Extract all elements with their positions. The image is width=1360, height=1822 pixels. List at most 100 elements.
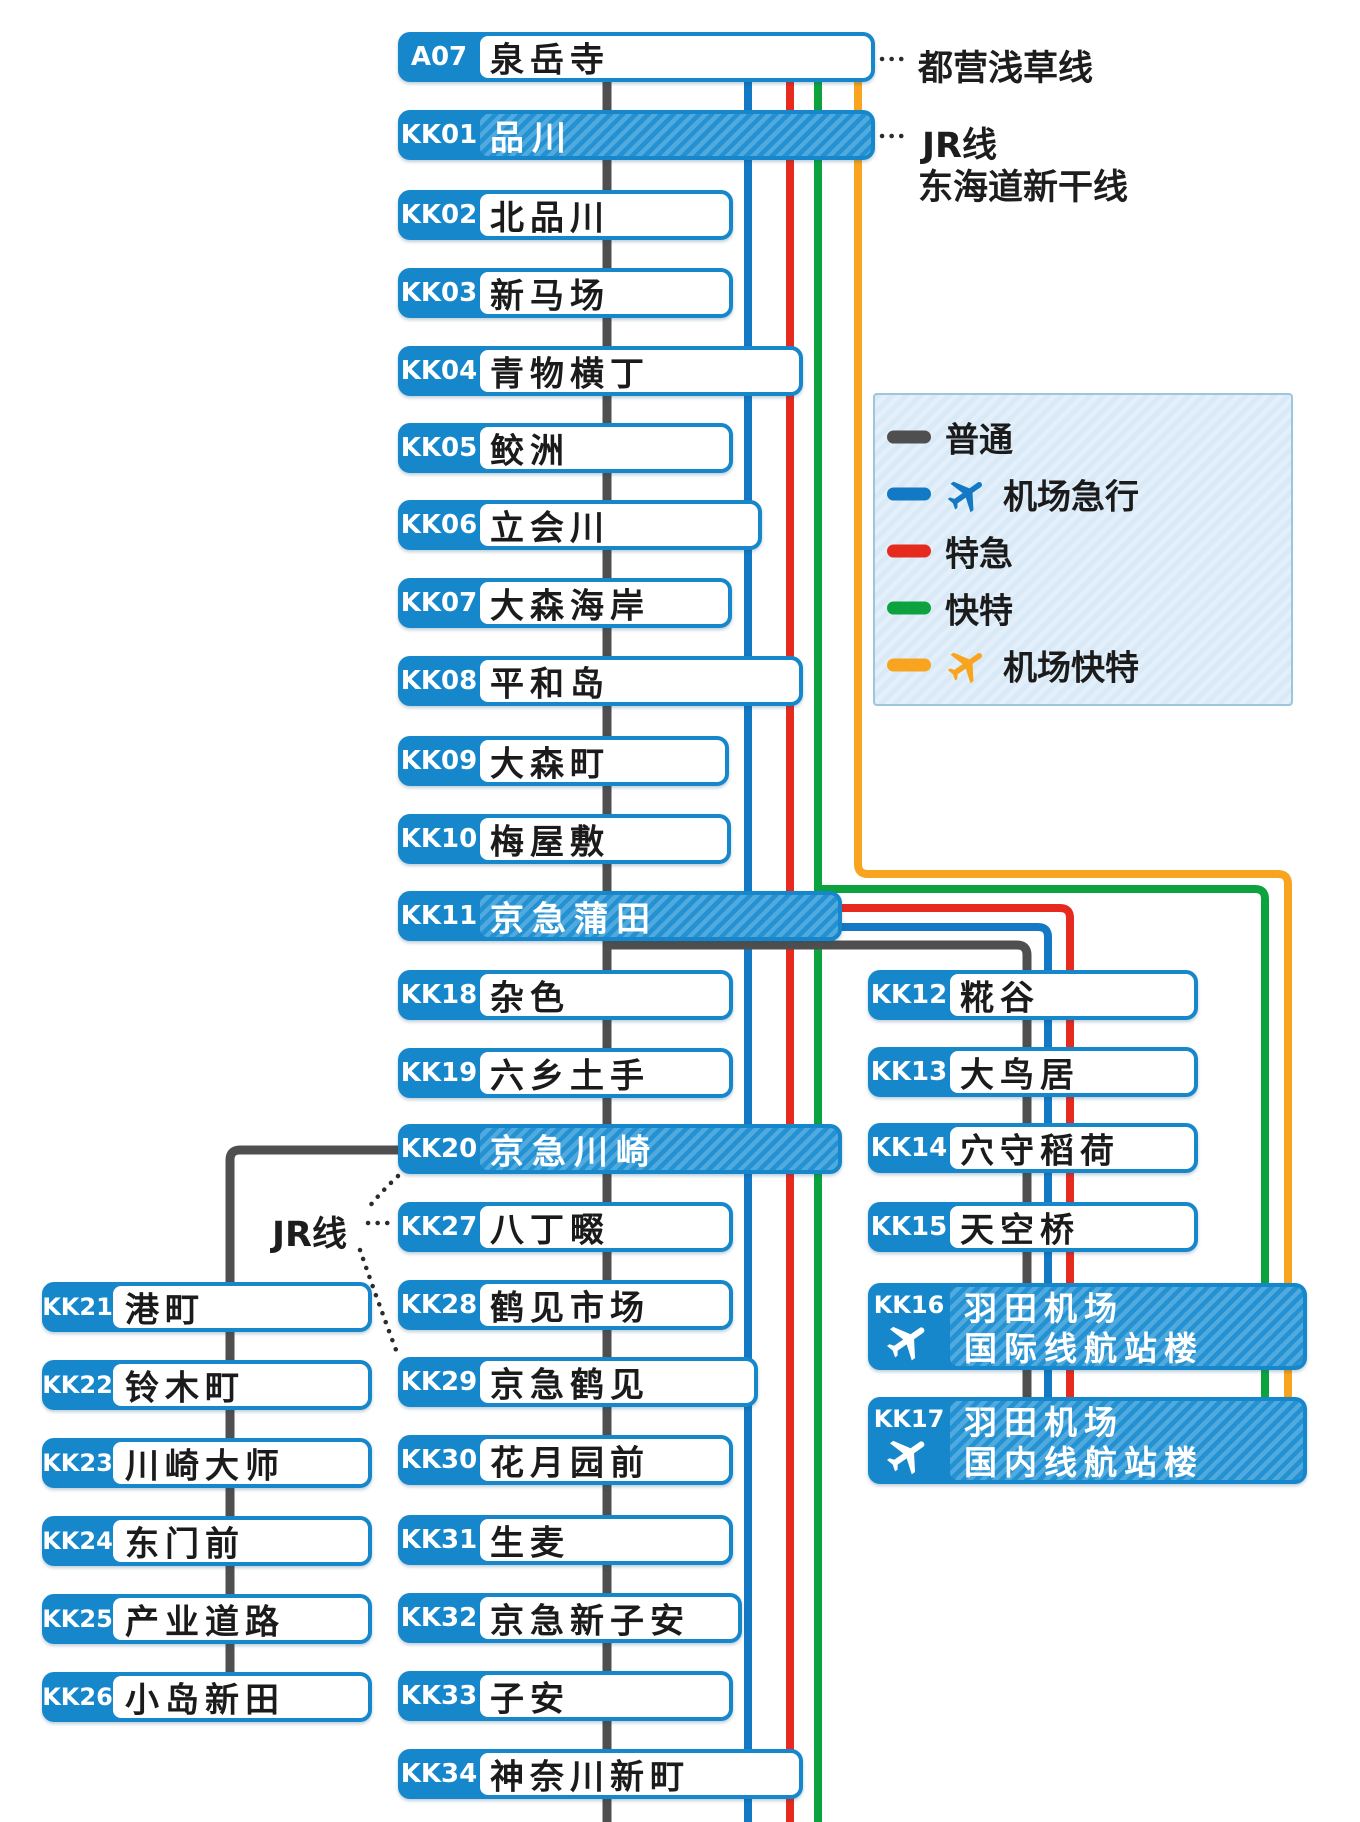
station-code: KK22 xyxy=(42,1371,113,1399)
station-name: 杂色 xyxy=(490,978,570,1019)
station-box-fill xyxy=(480,36,871,78)
station-box-fill xyxy=(950,1051,1194,1093)
station-code: KK03 xyxy=(400,278,478,308)
station-name: 新马场 xyxy=(490,276,610,317)
station-name: 子安 xyxy=(490,1679,570,1720)
station-code: KK32 xyxy=(400,1603,478,1633)
station-name: 品川 xyxy=(490,118,574,159)
station-name: 大鸟居 xyxy=(960,1055,1080,1096)
station-name: 东门前 xyxy=(125,1524,245,1565)
station-name: 生麦 xyxy=(490,1523,570,1564)
station-box-fill xyxy=(480,1052,729,1094)
station-code: KK10 xyxy=(400,824,478,854)
station-code: KK25 xyxy=(42,1605,113,1633)
station-KK03[interactable]: KK03 新马场 xyxy=(398,268,733,318)
station-box-fill xyxy=(113,1442,368,1484)
station-box-fill xyxy=(480,1519,729,1561)
legend-item-rapid_limited: 快特 xyxy=(887,584,1013,633)
station-box-fill xyxy=(480,974,729,1016)
station-box-fill xyxy=(950,1127,1194,1169)
station-code: KK04 xyxy=(400,356,478,386)
station-KK08[interactable]: KK08 平和岛 xyxy=(398,656,803,706)
station-box-fill xyxy=(480,895,838,937)
legend-label: 普通 xyxy=(945,420,1013,461)
station-box-fill xyxy=(113,1286,368,1328)
station-code: KK14 xyxy=(870,1133,948,1163)
station-code: KK19 xyxy=(400,1058,478,1088)
line-local-airport-branch xyxy=(607,940,1032,1410)
legend-line-swatch xyxy=(887,601,931,615)
station-name: 花月园前 xyxy=(490,1443,650,1484)
station-box-fill xyxy=(480,427,729,469)
station-box-fill xyxy=(480,1753,799,1795)
legend: 普通机场急行特急快特机场快特 xyxy=(873,393,1293,706)
line-airport-express-branch xyxy=(748,923,1052,1410)
station-name: 糀谷 xyxy=(960,978,1040,1019)
station-code: KK06 xyxy=(400,510,478,540)
legend-label: 特急 xyxy=(945,534,1013,575)
station-code: KK08 xyxy=(400,666,478,696)
line-limited-express-branch xyxy=(790,904,1074,1410)
legend-label: 机场急行 xyxy=(1003,477,1139,518)
label-asakusa-line: 都营浅草线 xyxy=(918,49,1094,89)
legend-line-swatch xyxy=(887,430,931,444)
station-KK12[interactable]: KK12 糀谷 xyxy=(868,970,1198,1020)
station-name: 天空桥 xyxy=(960,1210,1080,1251)
station-KK24[interactable]: KK24 东门前 xyxy=(42,1516,372,1566)
station-name: 港町 xyxy=(125,1290,205,1331)
label-jr-line: JR线 xyxy=(922,126,997,166)
leader-jr-tsurumi xyxy=(357,1247,402,1361)
station-code: KK23 xyxy=(42,1449,113,1477)
station-box-fill xyxy=(480,660,799,702)
station-code: KK27 xyxy=(400,1212,478,1242)
station-box-fill xyxy=(480,350,799,392)
station-code: KK24 xyxy=(42,1527,113,1555)
station-name: 京急蒲田 xyxy=(490,899,658,940)
station-KK18[interactable]: KK18 杂色 xyxy=(398,970,733,1020)
legend-line-swatch xyxy=(887,658,931,672)
station-code: KK18 xyxy=(400,980,478,1010)
station-box-fill xyxy=(950,1401,1303,1480)
station-name: 平和岛 xyxy=(490,664,610,705)
station-code: KK12 xyxy=(870,980,948,1010)
station-box-fill xyxy=(480,504,758,546)
station-box-fill xyxy=(113,1598,368,1640)
airplane-icon xyxy=(884,1317,932,1365)
station-code: KK05 xyxy=(400,433,478,463)
station-name: 大森海岸 xyxy=(490,586,650,627)
legend-label: 快特 xyxy=(945,591,1013,632)
legend-line-swatch xyxy=(887,487,931,501)
station-code: KK28 xyxy=(400,1290,478,1320)
